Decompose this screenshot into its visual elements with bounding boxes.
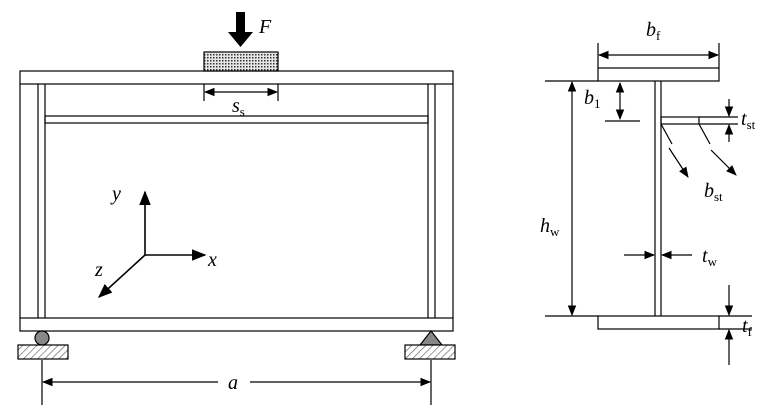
load-width-label: ss <box>232 95 245 119</box>
load-width-dimension <box>203 84 279 101</box>
girder-elevation: F ss a y x <box>17 12 456 405</box>
section-bottom-flange <box>597 315 720 330</box>
stiffener-thickness-dimension <box>699 99 738 142</box>
force-label: F <box>258 16 272 38</box>
flange-thickness-label: tf <box>742 315 753 339</box>
flange-width-dimension <box>597 43 720 68</box>
web-height-dimension <box>545 80 598 317</box>
stiffener-thickness-label: tst <box>741 108 756 132</box>
axis-x-label: x <box>207 249 217 271</box>
stiffener-width-label: bst <box>704 180 723 204</box>
web-thickness-label: tw <box>702 245 718 269</box>
flange-width-label: bf <box>646 19 661 43</box>
coordinate-axes <box>97 190 207 298</box>
axis-y-label: y <box>110 183 121 205</box>
span-label: a <box>228 372 238 394</box>
stiffener-width-dimension <box>660 123 737 178</box>
axis-z-label: z <box>94 259 103 281</box>
longitudinal-stiffener <box>44 115 429 124</box>
b1-dimension <box>605 81 640 122</box>
right-support <box>404 330 456 360</box>
cross-section: bf hw b1 tst bst <box>540 19 756 365</box>
section-stiffener <box>660 116 700 125</box>
top-flange <box>19 70 454 85</box>
bottom-flange <box>19 317 454 332</box>
left-support <box>17 330 69 360</box>
section-top-flange <box>597 67 720 82</box>
load-patch <box>203 51 279 72</box>
span-dimension <box>41 360 432 405</box>
flange-thickness-dimension <box>719 285 752 365</box>
web-height-label: hw <box>540 215 560 239</box>
b1-label: b1 <box>584 87 601 111</box>
force-arrow <box>228 12 253 47</box>
